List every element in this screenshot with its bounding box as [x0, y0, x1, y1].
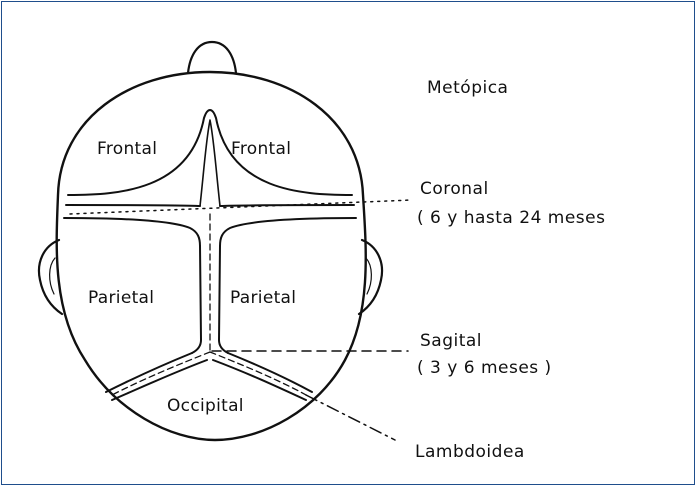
bone-label-frontal-left: Frontal — [97, 141, 157, 158]
lambdoid-suture-right-upper — [228, 353, 312, 392]
sagittal-suture-left — [192, 246, 201, 353]
suture-label-coronal: Coronal — [420, 181, 489, 198]
suture-closure-coronal: ( 6 y hasta 24 meses — [417, 210, 605, 227]
lambdoid-suture-center-right — [210, 352, 308, 396]
right-ear-inner — [366, 258, 371, 294]
bone-label-parietal-left: Parietal — [88, 290, 154, 307]
bone-label-parietal-right: Parietal — [230, 290, 296, 307]
coronal-suture-top — [66, 205, 354, 206]
lambdoid-suture-center-left — [110, 352, 210, 396]
bone-label-occipital: Occipital — [167, 398, 244, 415]
lambdoid-suture-left-upper — [106, 353, 192, 392]
lambdoidea-leader-line — [306, 395, 395, 440]
sagittal-suture-right — [219, 246, 228, 353]
nose-bump — [188, 42, 236, 73]
suture-closure-sagital: ( 3 y 6 meses ) — [417, 360, 552, 377]
left-ear-inner — [50, 258, 55, 294]
suture-label-metopica: Metópica — [427, 80, 508, 97]
bone-label-frontal-right: Frontal — [231, 141, 291, 158]
suture-label-sagital: Sagital — [420, 333, 482, 350]
coronal-leader-line — [70, 200, 412, 214]
metopic-suture-inner — [200, 120, 220, 206]
suture-label-lambdoidea: Lambdoidea — [415, 444, 525, 461]
coronal-suture-bottom — [64, 218, 356, 246]
